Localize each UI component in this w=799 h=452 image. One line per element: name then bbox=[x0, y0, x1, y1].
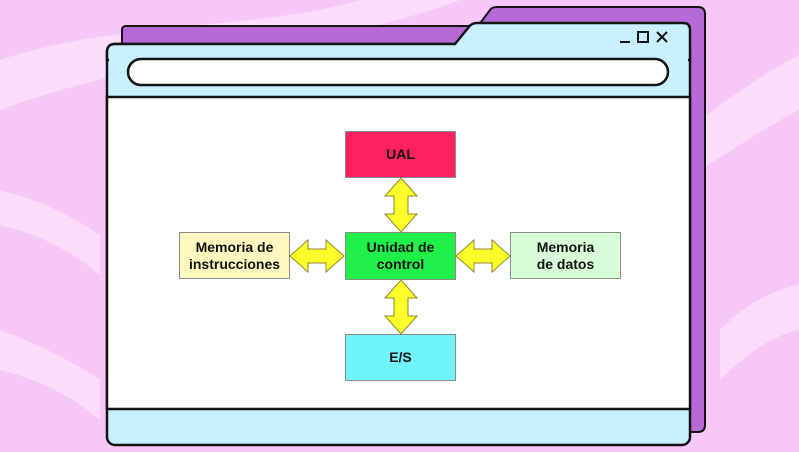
bg-wave bbox=[0, 190, 100, 275]
arrow-control-io bbox=[383, 279, 419, 335]
close-icon[interactable] bbox=[655, 30, 669, 44]
bg-wave bbox=[0, 330, 100, 420]
bg-wave bbox=[700, 55, 799, 170]
arrow-control-data bbox=[455, 238, 511, 274]
arrow-instr-control bbox=[289, 238, 345, 274]
arrow-ual-control bbox=[383, 177, 419, 233]
window-tab-top bbox=[105, 21, 692, 62]
node-instruction-memory: Memoria de instrucciones bbox=[179, 232, 290, 279]
minimize-icon[interactable] bbox=[618, 30, 632, 44]
node-io: E/S bbox=[345, 334, 456, 381]
bg-wave bbox=[720, 285, 799, 380]
node-ual: UAL bbox=[345, 131, 456, 178]
address-bar bbox=[126, 57, 670, 87]
maximize-icon[interactable] bbox=[636, 30, 650, 44]
node-control-unit: Unidad de control bbox=[345, 232, 456, 280]
node-data-memory: Memoria de datos bbox=[510, 232, 621, 279]
